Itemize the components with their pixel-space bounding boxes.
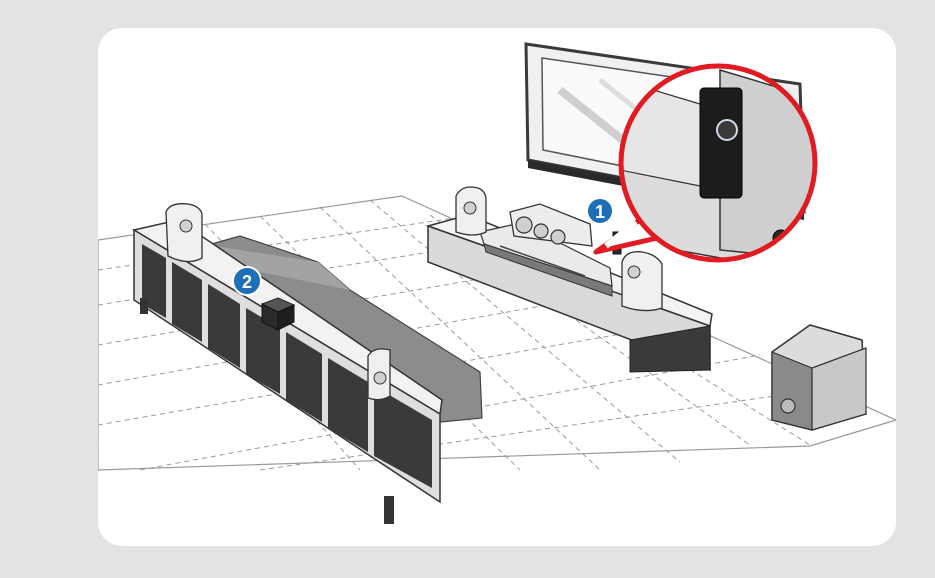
callout-2: 2 bbox=[233, 267, 261, 295]
callout-2-label: 2 bbox=[242, 272, 252, 292]
rear-left-speaker bbox=[166, 204, 202, 262]
rear-right-speaker bbox=[368, 349, 390, 400]
front-left-speaker bbox=[456, 187, 486, 235]
callout-1: 1 bbox=[587, 198, 613, 224]
front-right-speaker bbox=[622, 252, 662, 311]
callout-1-label: 1 bbox=[595, 202, 605, 222]
subwoofer bbox=[772, 325, 866, 430]
